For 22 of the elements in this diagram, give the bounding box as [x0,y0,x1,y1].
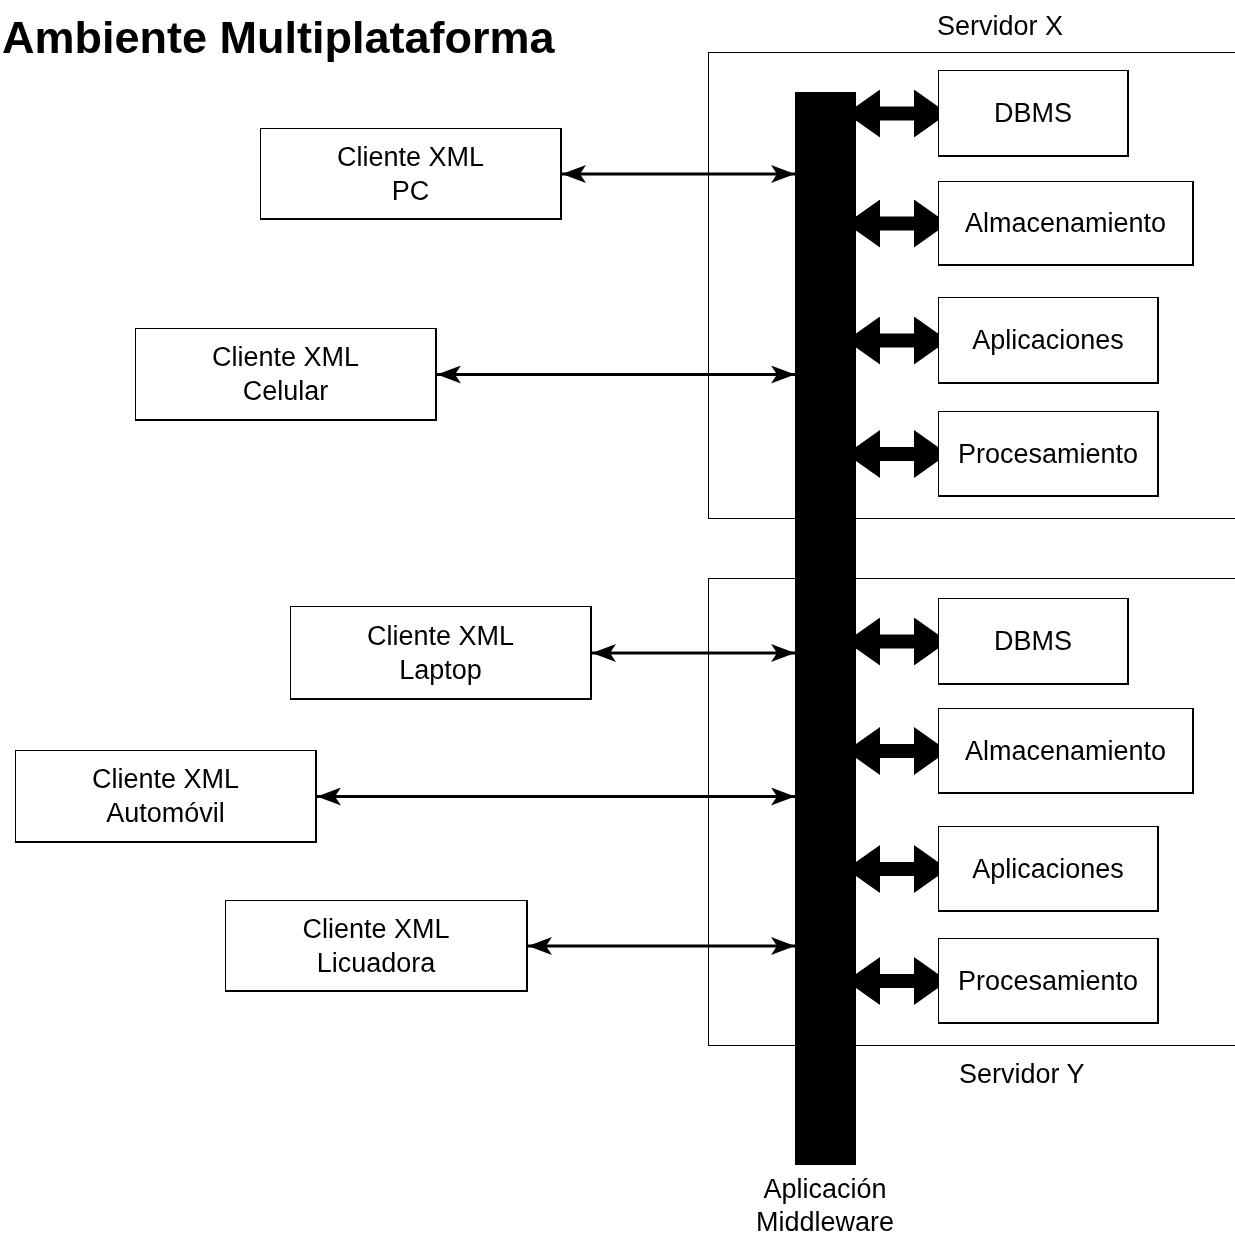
component-box: Procesamiento [938,938,1159,1024]
component-box: DBMS [938,70,1129,157]
arrow [528,937,795,955]
component-box: DBMS [938,598,1129,685]
client-box: Cliente XML Celular [135,328,437,421]
component-box: Aplicaciones [938,826,1159,912]
component-box: Aplicaciones [938,297,1159,384]
client-box: Cliente XML Laptop [290,606,592,700]
client-box: Cliente XML Licuadora [225,900,528,992]
component-box: Procesamiento [938,411,1159,497]
arrow [562,165,795,183]
component-box: Almacenamiento [938,181,1194,266]
arrow [592,644,795,662]
component-box: Almacenamiento [938,708,1194,794]
arrow [437,365,795,384]
server-label: Servidor Y [959,1059,1085,1090]
arrow [317,787,795,806]
client-box: Cliente XML PC [260,128,562,220]
client-box: Cliente XML Automóvil [15,750,317,843]
diagram-title: Ambiente Multiplataforma [2,12,555,64]
server-label: Servidor X [937,11,1064,42]
middleware-label: Aplicación Middleware [754,1173,896,1238]
